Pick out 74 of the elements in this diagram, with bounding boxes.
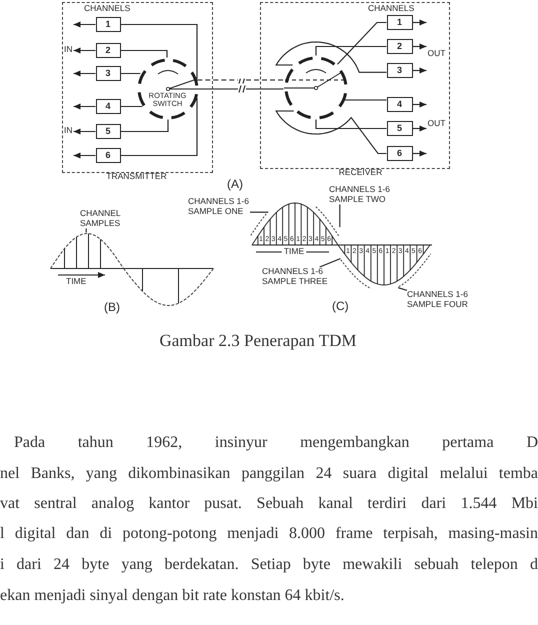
bracket (315, 206, 340, 236)
panel-heading: TRANSMITTER (106, 172, 167, 182)
body-text-line: nel Banks, yang dikombinasikan panggilan 24 suara digital melalui temba (0, 465, 538, 483)
arrow (412, 68, 426, 74)
bracket (340, 258, 372, 289)
channel-box: 4 (386, 96, 412, 112)
rotating-switch (284, 56, 348, 120)
connector-line (275, 41, 386, 73)
leader-line (320, 258, 341, 268)
channel-box: 3 (386, 62, 412, 78)
arrow (74, 70, 96, 76)
connector-line (275, 110, 386, 154)
channel-box: 1 (386, 14, 412, 30)
channel-box: 6 (386, 146, 412, 160)
connector-line (337, 22, 386, 65)
arrow (74, 22, 96, 28)
figure-caption: Gambar 2.3 Penerapan TDM (159, 331, 357, 351)
arrow (74, 48, 96, 54)
body-text-line: vat sentral analog kantor pusat. Sebuah kanal terdiri dari 1.544 Mbi (0, 495, 538, 513)
callout-label: CHANNELS 1-6 SAMPLE ONE (188, 197, 250, 217)
connector-line (315, 120, 386, 130)
body-text-line: i dari 24 byte yang berdekatan. Setiap byte mewakili sebuah telepon d (0, 556, 538, 574)
connector-line (345, 99, 386, 101)
column-heading: CHANNELS (368, 4, 414, 14)
panel-letter: (B) (104, 301, 120, 315)
channel-box: 1 (96, 16, 120, 32)
leader-line (86, 228, 87, 232)
port-label: OUT (428, 118, 446, 128)
axis-label: TIME (284, 247, 304, 257)
column-heading: CHANNELS (84, 4, 130, 14)
connector-line (120, 72, 140, 74)
arrow (412, 126, 426, 132)
channel-box: 2 (386, 38, 412, 54)
connector-line (120, 106, 142, 108)
panel-heading: RECEIVER (338, 168, 382, 178)
port-label: IN (64, 45, 72, 55)
callout-label: CHANNELS 1-6 SAMPLE FOUR (407, 290, 469, 310)
arrow (74, 152, 96, 158)
port-label: IN (64, 126, 72, 136)
leader-line (398, 287, 408, 291)
bracket (398, 253, 432, 288)
leader-line (339, 204, 340, 228)
connector-line (315, 46, 386, 56)
arrow (412, 150, 426, 156)
channel-box: 3 (96, 66, 120, 80)
panel-letter: (C) (332, 300, 349, 314)
body-text-line: ekan menjadi sinyal dengan bit rate konstan 64 kbit/s. (0, 587, 344, 605)
channel-box: 6 (96, 148, 120, 162)
body-text-line: l digital dan di potong-potong menjadi 8.000 frame terpisah, masing-masin (0, 525, 538, 543)
callout-label: CHANNEL SAMPLES (80, 209, 121, 229)
axis-label: TIME (66, 277, 86, 287)
port-label: OUT (428, 48, 446, 58)
arrow (74, 128, 96, 134)
callout-label: CHANNELS 1-6 SAMPLE TWO (329, 185, 391, 205)
panel-letter: (A) (227, 178, 243, 192)
connector-line (120, 50, 168, 58)
callout-label: CHANNELS 1-6 SAMPLE THREE (262, 267, 329, 287)
leader-line (250, 212, 268, 213)
connector-line (198, 84, 284, 94)
arrow (412, 44, 426, 50)
arrow (74, 104, 96, 110)
connector-line (196, 76, 285, 84)
channel-box: 4 (96, 98, 120, 114)
connector-line (120, 98, 198, 156)
body-text-line: Pada tahun 1962, insinyur mengembangkan pertama D (14, 434, 538, 452)
rotating-switch (136, 58, 198, 120)
bracket (250, 212, 268, 236)
connector-line (120, 120, 169, 132)
arrow (412, 102, 426, 108)
channel-box: 5 (96, 124, 120, 138)
connector-line (120, 24, 198, 79)
channel-box: 5 (386, 120, 412, 136)
arrow (412, 20, 426, 26)
channel-box: 2 (96, 42, 120, 58)
